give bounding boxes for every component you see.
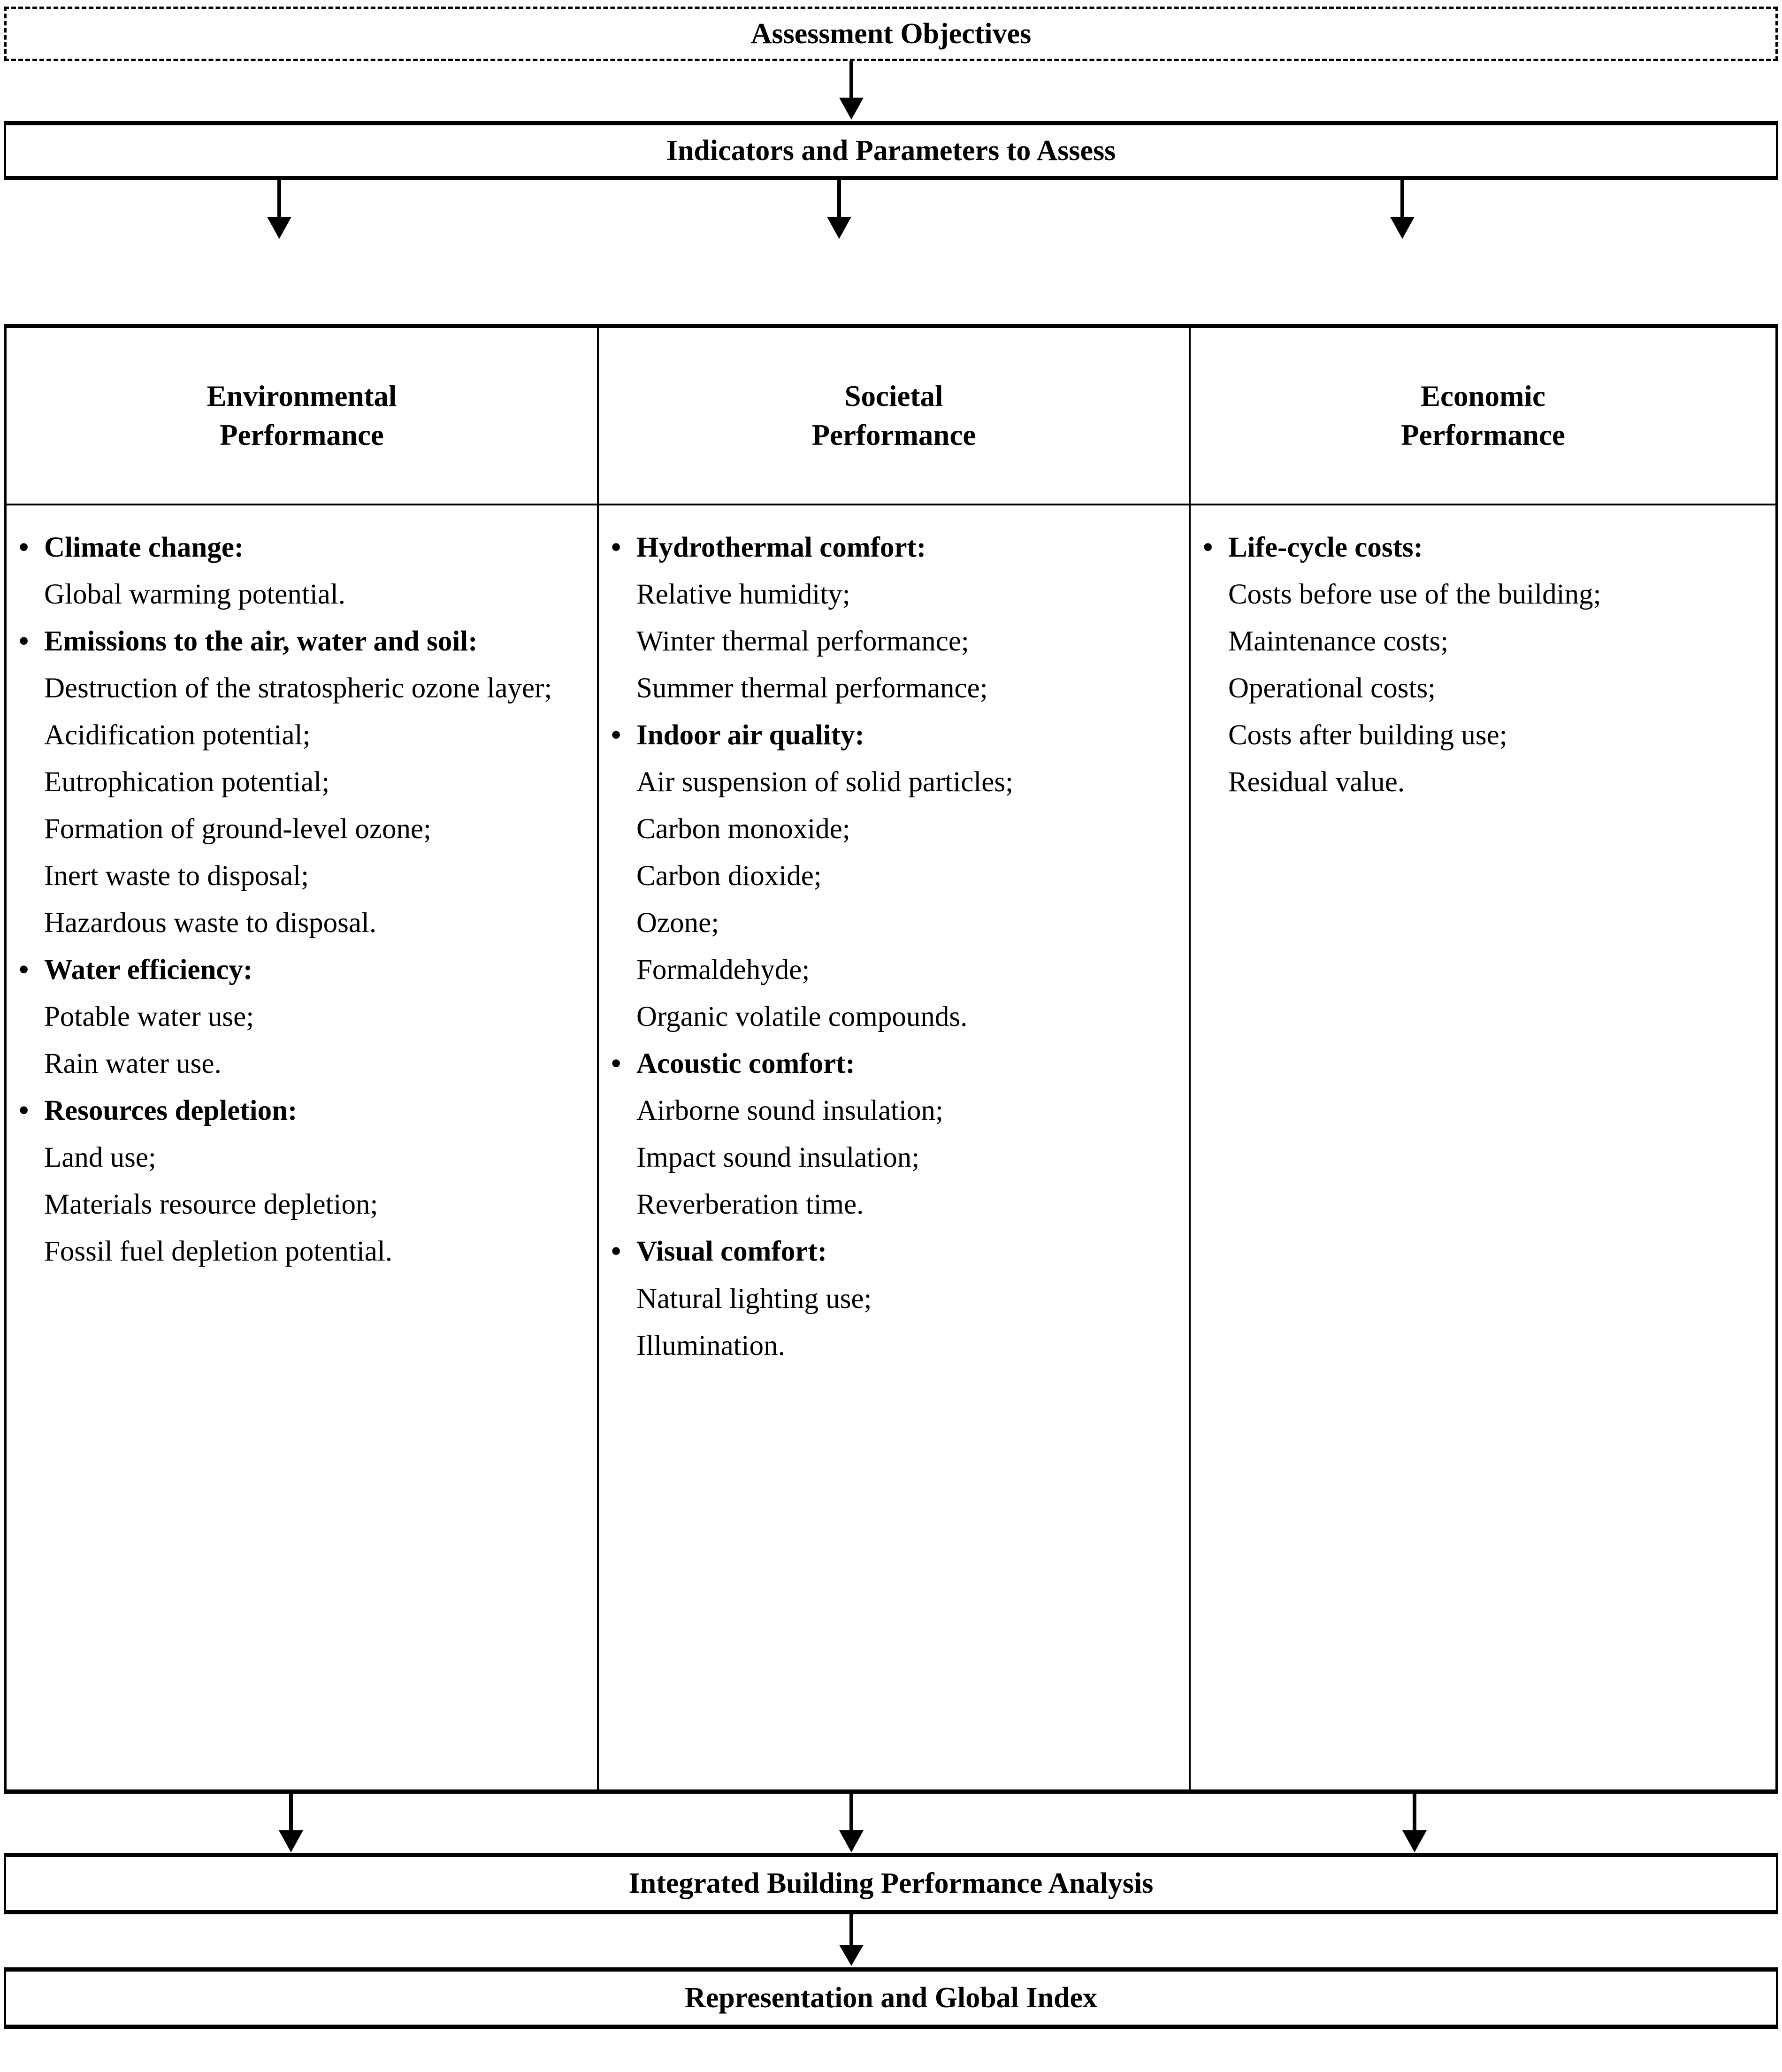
indicator-group-title: Climate change: — [44, 532, 244, 563]
indicator-parameter: Impact sound insulation; — [636, 1142, 920, 1174]
indicator-group-title: Acoustic comfort: — [636, 1048, 855, 1080]
indicator-parameter: Costs after building use; — [1228, 719, 1507, 751]
assessment-objectives-label: Assessment Objectives — [750, 17, 1032, 50]
indicator-parameter: Hazardous waste to disposal. — [44, 907, 377, 939]
indicator-parameter: Acidification potential; — [44, 719, 311, 751]
indicator-group: • Emissions to the air, water and soil: De… — [19, 618, 585, 947]
indicator-parameter: Land use; — [44, 1142, 156, 1174]
indicator-parameter: Carbon dioxide; — [636, 860, 822, 892]
indicator-parameter: Summer thermal performance; — [636, 673, 988, 704]
indicator-group: • Life-cycle costs: Costs before use of th… — [1203, 524, 1763, 806]
indicator-parameter: Organic volatile compounds. — [636, 1001, 968, 1033]
indicator-parameter: Destruction of the stratospheric ozone l… — [44, 673, 552, 704]
indicator-group: • Indoor air quality: Air suspension of so… — [611, 712, 1177, 1040]
column-header-environmental-line2: Performance — [220, 419, 384, 451]
representation-global-index-label: Representation and Global Index — [684, 1982, 1098, 2014]
indicators-and-parameters-box: Indicators and Parameters to Assess — [4, 121, 1778, 180]
indicator-group-heading: • Hydrothermal comfort: — [611, 524, 1177, 571]
indicator-parameter: Formaldehyde; — [636, 954, 810, 986]
representation-global-index-box: Representation and Global Index — [4, 1967, 1778, 2029]
arrow-analysis-to-representation — [839, 1914, 864, 1966]
indicator-parameter: Global warming potential. — [44, 579, 346, 611]
bullet-icon: • — [19, 532, 29, 563]
indicator-parameter: Rain water use. — [44, 1048, 222, 1080]
indicator-group: • Acoustic comfort: Airborne sound insulat… — [611, 1040, 1177, 1228]
indicator-parameter: Relative humidity; — [636, 579, 850, 611]
indicator-group: • Visual comfort: Natural lighting use; Ill… — [611, 1228, 1177, 1369]
indicator-group-heading: • Indoor air quality: — [611, 712, 1177, 759]
column-header-societal-line1: Societal — [844, 380, 943, 413]
bullet-icon: • — [19, 954, 29, 986]
indicator-parameter: Winter thermal performance; — [636, 626, 969, 658]
indicator-parameter: Maintenance costs; — [1228, 626, 1449, 658]
indicator-group-title: Life-cycle costs: — [1228, 532, 1423, 563]
indicator-group-heading: • Visual comfort: — [611, 1228, 1177, 1275]
indicator-parameter: Air suspension of solid particles; — [636, 766, 1014, 798]
indicator-group-heading: • Resources depletion: — [19, 1087, 585, 1134]
indicator-group-heading: • Climate change: — [19, 524, 585, 571]
indicator-group: • Hydrothermal comfort: Relative humidity;… — [611, 524, 1177, 712]
column-header-economic: Economic Performance — [1191, 328, 1775, 504]
indicator-group-heading: • Acoustic comfort: — [611, 1040, 1177, 1087]
bullet-icon: • — [1203, 532, 1213, 563]
performance-matrix-header-row: Environmental Performance Societal Perfo… — [7, 328, 1775, 505]
column-body-environmental: • Climate change: Global warming potential… — [7, 505, 597, 1789]
indicator-parameter: Costs before use of the building; — [1228, 579, 1601, 611]
performance-matrix: Environmental Performance Societal Perfo… — [4, 324, 1778, 1794]
indicator-parameter: Operational costs; — [1228, 673, 1436, 704]
indicator-parameter: Eutrophication potential; — [44, 766, 330, 798]
indicator-group-title: Visual comfort: — [636, 1236, 827, 1268]
indicator-parameter: Airborne sound insulation; — [636, 1095, 943, 1127]
indicator-parameter: Natural lighting use; — [636, 1283, 872, 1315]
bullet-icon: • — [19, 1095, 29, 1127]
integrated-analysis-box: Integrated Building Performance Analysis — [4, 1853, 1778, 1914]
indicator-group-title: Water efficiency: — [44, 954, 253, 986]
arrow-indicators-to-societal — [827, 180, 851, 239]
indicator-group: • Climate change: Global warming potential… — [19, 524, 585, 618]
indicator-group-title: Indoor air quality: — [636, 719, 864, 751]
indicator-parameter: Residual value. — [1228, 766, 1405, 798]
column-header-societal-line2: Performance — [811, 419, 976, 451]
arrow-environmental-to-analysis — [279, 1794, 303, 1852]
bullet-icon: • — [611, 532, 621, 563]
arrow-indicators-to-environmental — [267, 180, 291, 239]
indicator-group-heading: • Life-cycle costs: — [1203, 524, 1763, 571]
column-header-environmental-line1: Environmental — [206, 380, 397, 413]
indicator-group-title: Emissions to the air, water and soil: — [44, 626, 478, 658]
indicator-parameter: Potable water use; — [44, 1001, 254, 1033]
bullet-icon: • — [611, 1236, 621, 1268]
indicator-group-heading: • Emissions to the air, water and soil: — [19, 618, 585, 665]
column-header-societal: Societal Performance — [597, 328, 1191, 504]
column-body-societal: • Hydrothermal comfort: Relative humidity;… — [597, 505, 1191, 1789]
column-header-environmental: Environmental Performance — [7, 328, 597, 504]
column-header-economic-line1: Economic — [1421, 380, 1545, 413]
indicator-group: • Resources depletion: Land use; Materials … — [19, 1087, 585, 1275]
bullet-icon: • — [611, 719, 621, 751]
indicator-parameter: Reverberation time. — [636, 1189, 864, 1221]
performance-matrix-body-row: • Climate change: Global warming potential… — [7, 505, 1775, 1789]
column-header-economic-line2: Performance — [1401, 419, 1565, 451]
indicator-parameter: Illumination. — [636, 1330, 785, 1361]
bullet-icon: • — [611, 1048, 621, 1080]
assessment-objectives-box: Assessment Objectives — [4, 7, 1778, 61]
column-body-economic: • Life-cycle costs: Costs before use of th… — [1191, 505, 1775, 1789]
indicator-parameter: Fossil fuel depletion potential. — [44, 1236, 393, 1268]
indicator-parameter: Carbon monoxide; — [636, 813, 850, 845]
indicator-group: • Water efficiency: Potable water use; Rain… — [19, 947, 585, 1087]
indicator-group-title: Hydrothermal comfort: — [636, 532, 926, 563]
indicator-group-title: Resources depletion: — [44, 1095, 298, 1127]
arrow-economic-to-analysis — [1402, 1794, 1427, 1852]
indicator-parameter: Formation of ground-level ozone; — [44, 813, 431, 845]
arrow-societal-to-analysis — [839, 1794, 864, 1852]
indicators-and-parameters-label: Indicators and Parameters to Assess — [666, 134, 1116, 167]
arrow-indicators-to-economic — [1390, 180, 1415, 239]
integrated-analysis-label: Integrated Building Performance Analysis — [628, 1867, 1154, 1900]
indicator-parameter: Inert waste to disposal; — [44, 860, 309, 892]
indicator-parameter: Ozone; — [636, 907, 719, 939]
arrow-objectives-to-indicators — [839, 61, 864, 120]
bullet-icon: • — [19, 626, 29, 658]
indicator-parameter: Materials resource depletion; — [44, 1189, 378, 1221]
indicator-group-heading: • Water efficiency: — [19, 947, 585, 994]
